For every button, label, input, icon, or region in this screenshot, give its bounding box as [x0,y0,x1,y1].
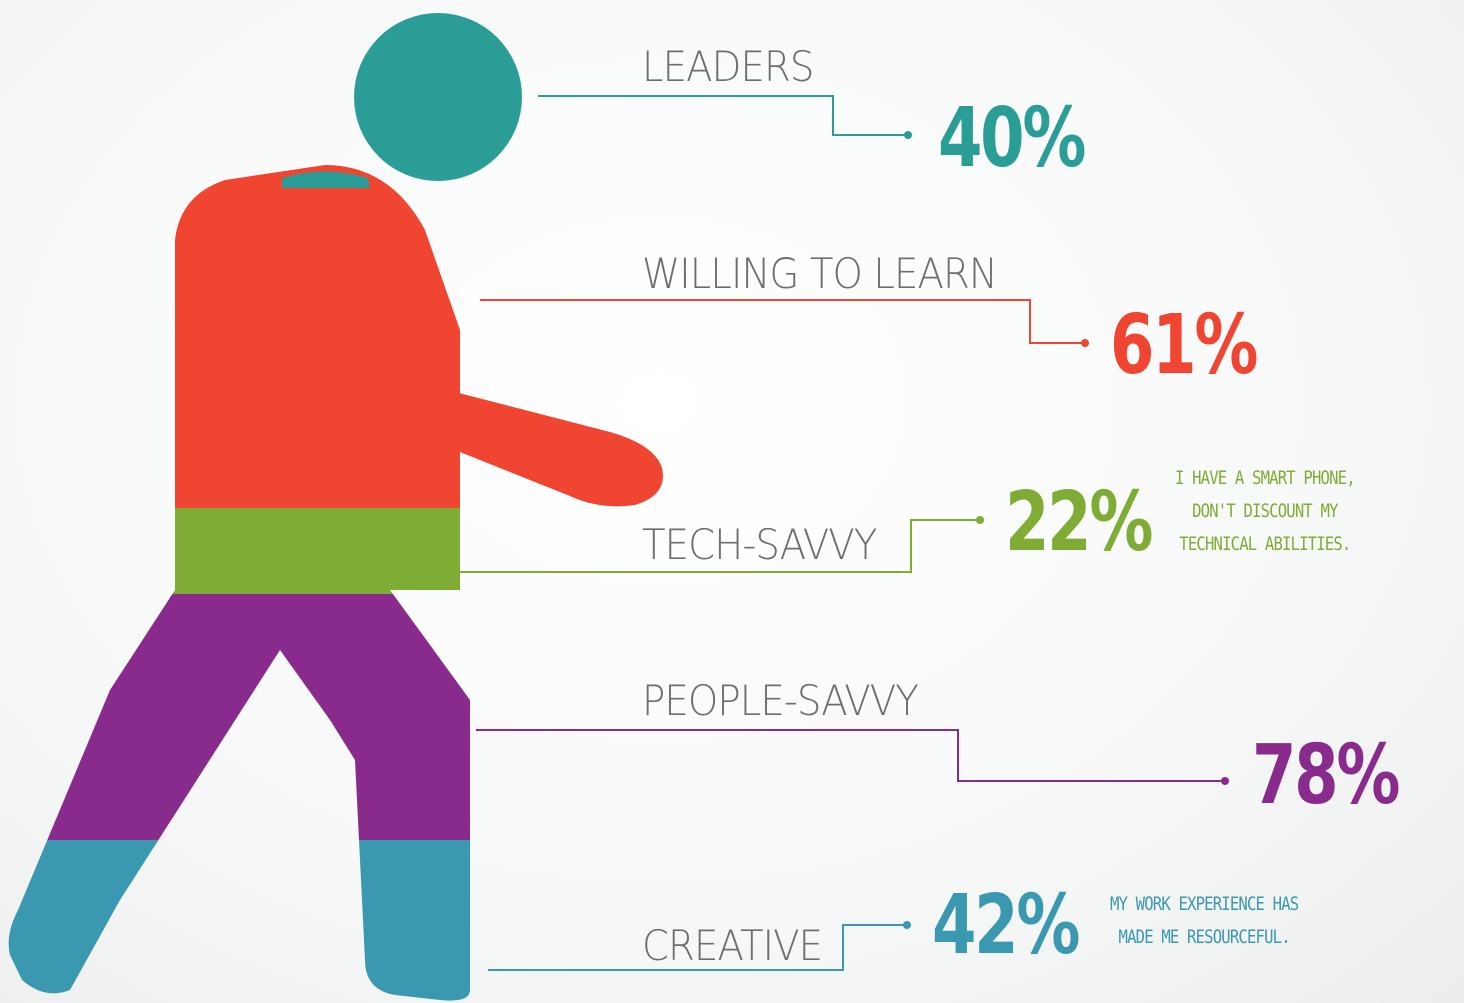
figure-feet-band [8,840,470,1001]
creative-quote: MY WORK EXPERIENCE HAS MADE ME RESOURCEF… [1110,888,1299,954]
creative-percentage: 42% [932,878,1080,973]
tech-connector [378,519,980,573]
figure-waist-band [8,508,470,594]
willing-to-learn-label: WILLING TO LEARN [642,249,998,298]
tech-savvy-percentage: 22% [1005,475,1153,570]
people-savvy-percentage: 78% [1252,728,1400,823]
figure-head [354,13,522,181]
people-dot [1221,777,1229,785]
willing-to-learn-percentage: 61% [1110,298,1258,393]
leaders-connector [538,95,908,136]
leaders-label: LEADERS [642,42,814,91]
creative-connector [488,924,907,971]
figure-legs-band [8,594,470,840]
willing-dot [1081,339,1089,347]
figure-shoulder-cap [282,171,370,188]
tech-savvy-quote: I HAVE A SMART PHONE, DON'T DISCOUNT MY … [1175,462,1356,561]
creative-label: CREATIVE [642,921,823,970]
tech-savvy-label: TECH-SAVVY [642,520,877,569]
people-savvy-label: PEOPLE-SAVVY [642,676,919,725]
creative-quote-line-2: MADE ME RESOURCEFUL. [1118,926,1291,948]
leaders-dot [904,131,912,139]
people-connector [476,729,1225,782]
tech-quote-line-2: DON'T DISCOUNT MY [1192,500,1338,522]
tech-quote-line-1: I HAVE A SMART PHONE, [1175,467,1356,489]
figure-arm [365,320,663,507]
willing-connector [480,299,1085,344]
tech-quote-line-3: TECHNICAL ABILITIES. [1179,533,1351,555]
creative-dot [903,921,911,929]
creative-quote-line-1: MY WORK EXPERIENCE HAS [1110,893,1299,915]
leaders-percentage: 40% [938,91,1086,186]
tech-dot [976,516,984,524]
